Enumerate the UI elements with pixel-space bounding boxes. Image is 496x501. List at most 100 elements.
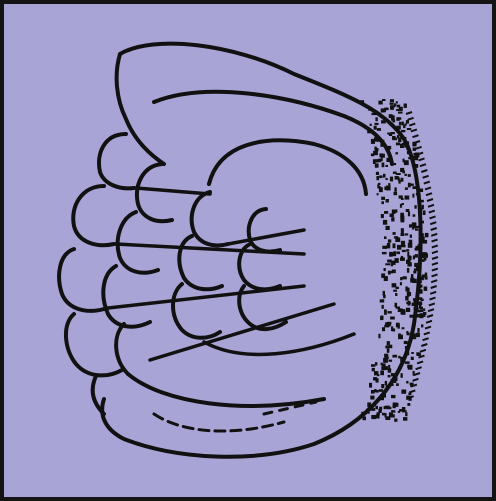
stipple-dot bbox=[374, 389, 376, 392]
stipple-dot bbox=[404, 104, 407, 108]
stipple-dot bbox=[382, 110, 386, 112]
stipple-dot bbox=[380, 140, 385, 142]
stipple-dot bbox=[407, 268, 409, 273]
stipple-dot bbox=[406, 209, 410, 212]
stipple-dot bbox=[385, 165, 388, 167]
stipple-dot bbox=[382, 163, 385, 168]
stipple-dot bbox=[392, 355, 397, 358]
stipple-dot bbox=[408, 212, 410, 217]
stipple-dot bbox=[403, 241, 405, 246]
stipple-dot bbox=[422, 252, 427, 257]
stipple-dot bbox=[392, 270, 396, 274]
stipple-dot bbox=[381, 154, 385, 158]
stipple-dot bbox=[371, 139, 375, 144]
stipple-dot bbox=[406, 381, 408, 384]
stipple-dot bbox=[399, 409, 403, 412]
stipple-dot bbox=[391, 252, 394, 256]
stipple-dot bbox=[409, 256, 412, 260]
stipple-dot bbox=[413, 226, 417, 228]
stipple-dot bbox=[373, 377, 377, 380]
stipple-dot bbox=[405, 296, 408, 301]
stipple-dot bbox=[387, 159, 390, 162]
stipple-dot bbox=[378, 101, 382, 105]
stipple-dot bbox=[422, 237, 424, 242]
stipple-dot bbox=[392, 261, 395, 264]
stipple-dot bbox=[393, 163, 396, 165]
stipple-dot bbox=[402, 203, 404, 205]
stipple-dot bbox=[393, 403, 397, 407]
stipple-dot bbox=[396, 109, 401, 111]
stipple-dot bbox=[386, 178, 388, 180]
stipple-dot bbox=[408, 174, 411, 177]
stipple-dot bbox=[399, 122, 402, 126]
stipple-dot bbox=[386, 345, 389, 347]
stipple-dot bbox=[377, 128, 381, 131]
stipple-dot bbox=[420, 309, 424, 312]
stipple-dot bbox=[417, 280, 422, 283]
stipple-dot bbox=[396, 258, 399, 261]
stipple-dot bbox=[382, 252, 387, 254]
stipple-dot bbox=[376, 390, 378, 393]
stipple-dot bbox=[383, 220, 387, 225]
stipple-dot bbox=[405, 233, 408, 235]
stipple-dot bbox=[385, 381, 387, 385]
stipple-dot bbox=[413, 271, 416, 274]
stipple-dot bbox=[390, 177, 393, 182]
stipple-dot bbox=[401, 245, 406, 247]
stipple-dot bbox=[391, 395, 396, 398]
stipple-dot bbox=[412, 337, 416, 339]
stipple-dot bbox=[403, 276, 407, 279]
stipple-dot bbox=[375, 123, 379, 125]
stipple-dot bbox=[373, 403, 375, 406]
stipple-dot bbox=[363, 416, 367, 420]
stipple-dot bbox=[412, 194, 414, 198]
stipple-dot bbox=[402, 122, 404, 126]
stipple-dot bbox=[390, 99, 394, 102]
stipple-dot bbox=[423, 308, 425, 311]
stipple-dot bbox=[370, 408, 375, 411]
stipple-dot bbox=[387, 322, 392, 325]
stipple-dot bbox=[390, 103, 394, 105]
stipple-dot bbox=[423, 312, 426, 315]
stipple-dot bbox=[387, 149, 389, 151]
stipple-dot bbox=[420, 233, 423, 237]
stipple-dot bbox=[420, 259, 425, 262]
stipple-dot bbox=[399, 195, 403, 198]
stipple-dot bbox=[391, 384, 394, 386]
stipple-dot bbox=[371, 364, 375, 367]
stipple-dot bbox=[407, 262, 411, 266]
stipple-dot bbox=[369, 383, 372, 388]
stipple-dot bbox=[397, 245, 401, 250]
stipple-dot bbox=[415, 254, 418, 258]
stipple-dot bbox=[381, 201, 384, 204]
stipple-dot bbox=[377, 186, 380, 189]
stipple-dot bbox=[381, 197, 385, 200]
stipple-dot bbox=[421, 324, 423, 327]
stipple-dot bbox=[388, 271, 391, 275]
stipple-dot bbox=[420, 200, 424, 203]
stipple-dot bbox=[405, 187, 408, 190]
stipple-dot bbox=[416, 226, 419, 228]
stipple-dot bbox=[389, 360, 393, 362]
stipple-dot bbox=[398, 112, 403, 114]
stipple-dot bbox=[386, 199, 389, 203]
stipple-dot bbox=[387, 243, 390, 245]
stipple-dot bbox=[400, 357, 403, 362]
stipple-dot bbox=[391, 326, 393, 331]
stipple-dot bbox=[395, 176, 399, 180]
stipple-dot bbox=[379, 389, 383, 392]
stipple-dot bbox=[414, 164, 419, 168]
stipple-dot bbox=[370, 124, 372, 126]
stipple-dot bbox=[401, 241, 403, 245]
stipple-dot bbox=[410, 315, 414, 318]
stipple-dot bbox=[419, 289, 422, 293]
stipple-dot bbox=[396, 143, 400, 146]
stipple-dot bbox=[378, 183, 381, 185]
stipple-dot bbox=[360, 100, 364, 103]
stipple-dot bbox=[398, 356, 400, 359]
stipple-dot bbox=[381, 120, 386, 123]
stipple-dot bbox=[406, 348, 408, 351]
stipple-dot bbox=[394, 187, 396, 191]
stipple-dot bbox=[367, 130, 372, 134]
stipple-dot bbox=[410, 278, 414, 283]
